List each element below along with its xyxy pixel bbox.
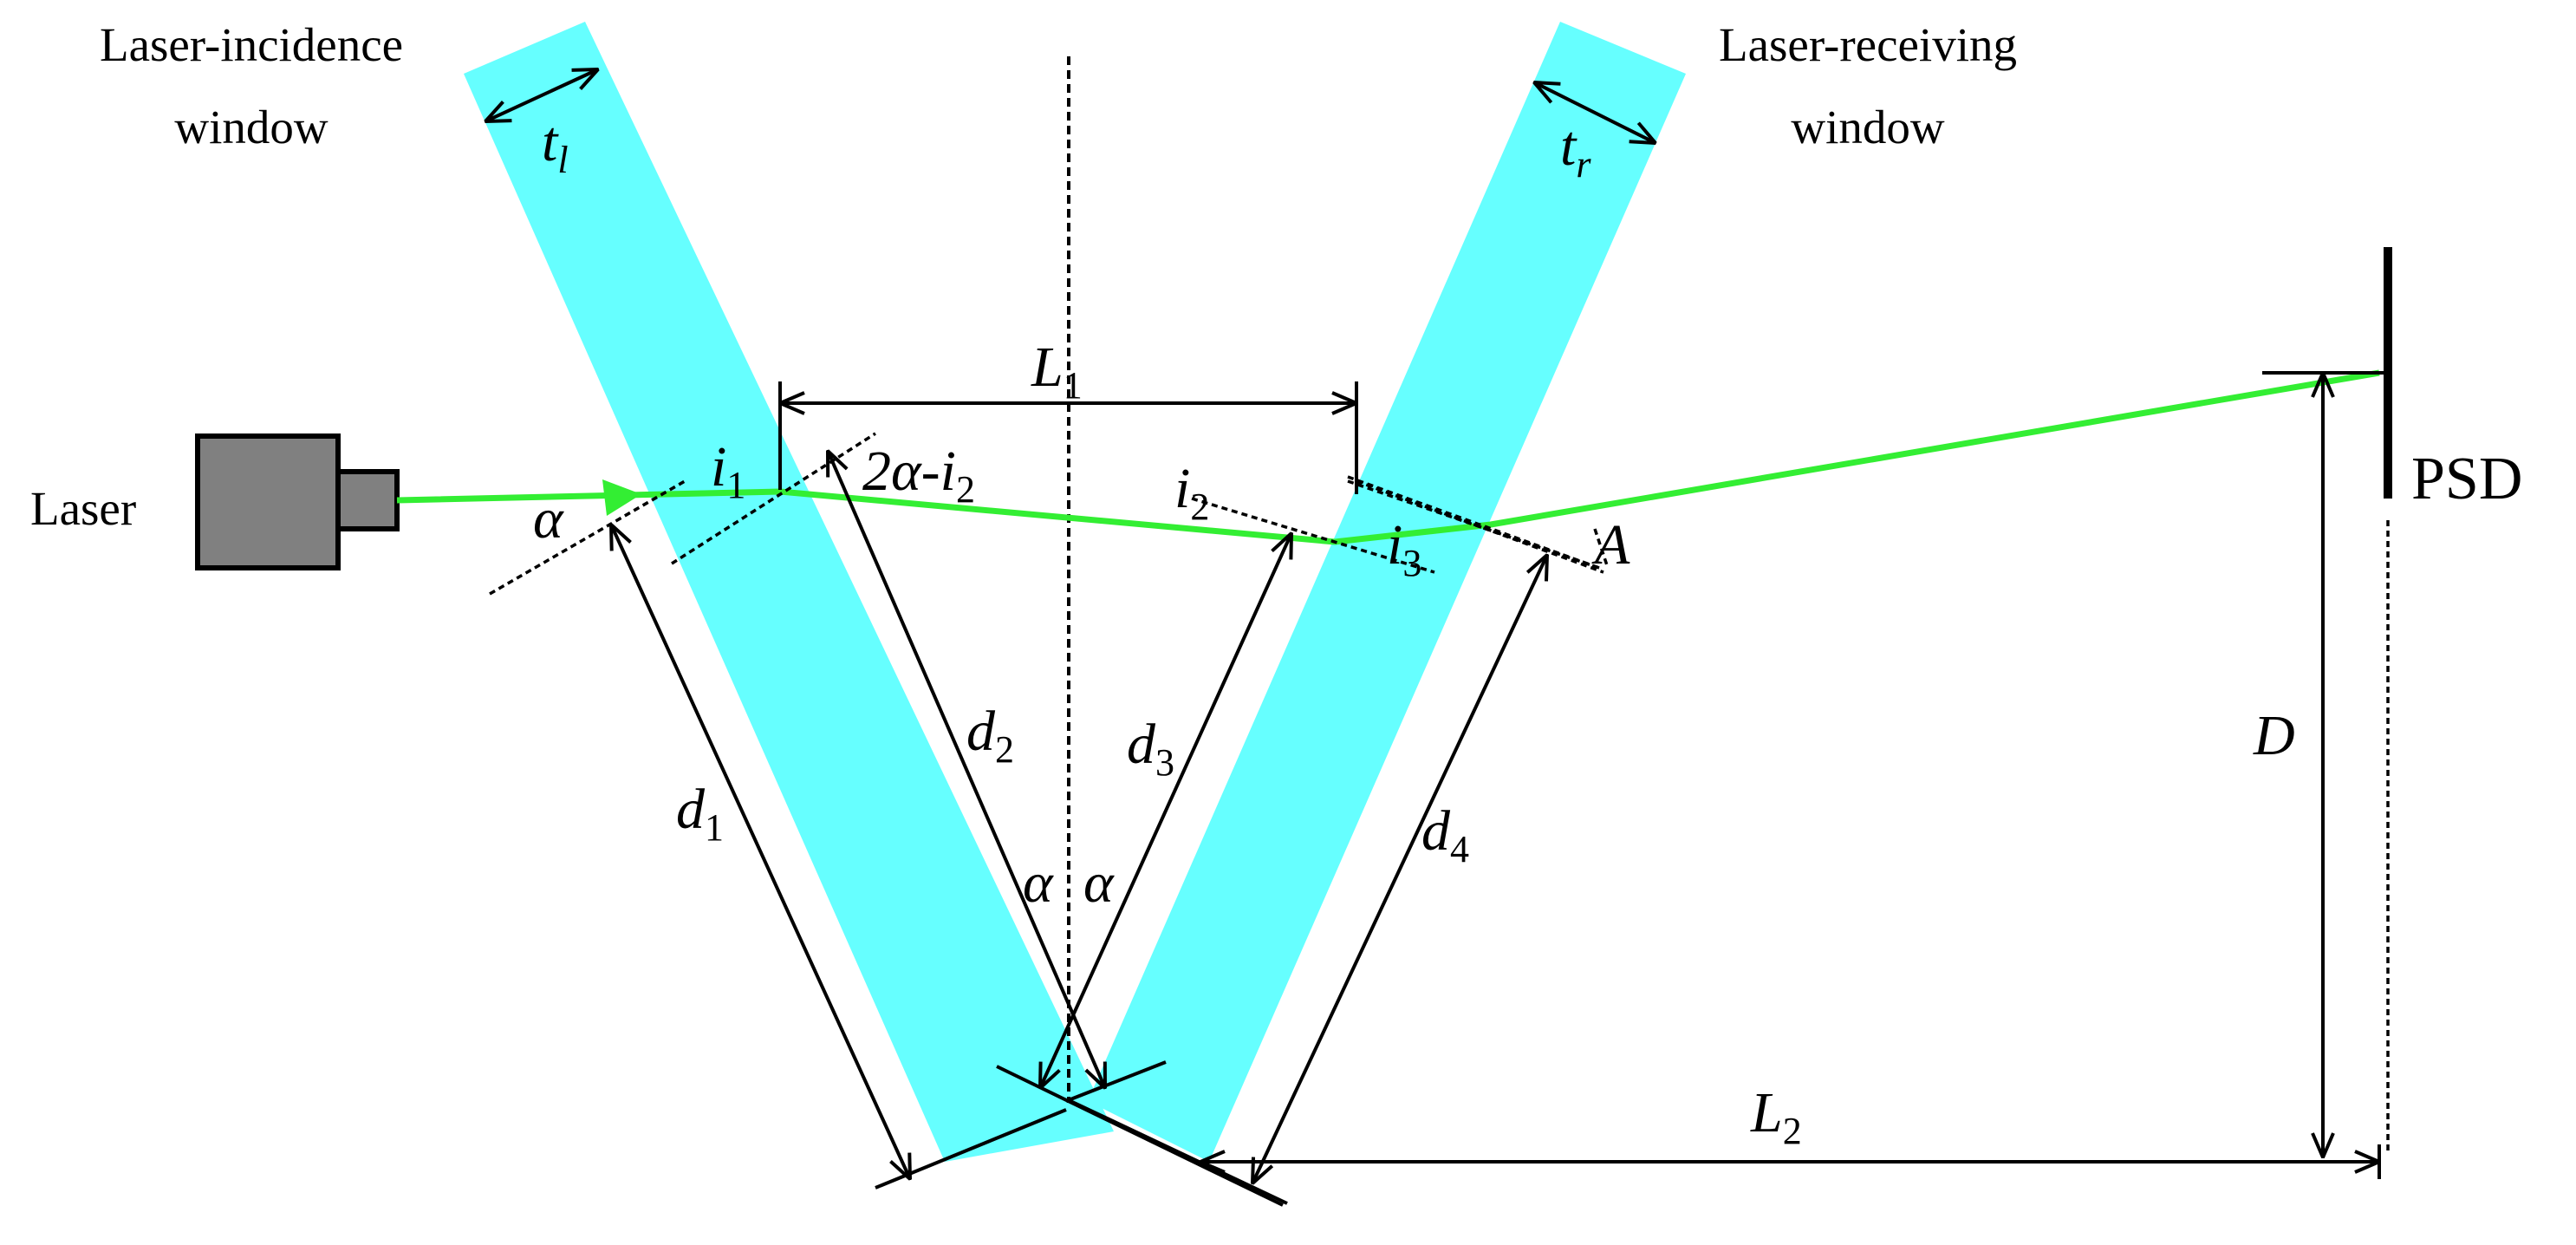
d_4-symbol: d4	[1421, 799, 1469, 870]
d_3-dimension	[1040, 533, 1291, 1088]
t_r-symbol: tr	[1560, 114, 1591, 186]
incidence-window-label-line2: window	[174, 101, 329, 153]
extension-lines	[778, 381, 2381, 1207]
d_2-symbol: d2	[966, 700, 1014, 771]
dimension-lines	[485, 69, 2379, 1183]
i_1-symbol: i1	[711, 435, 745, 506]
receiving-window-label-line1: Laser-receiving	[1719, 18, 2017, 71]
i_3-symbol: i3	[1387, 513, 1421, 584]
alpha-bottom-right-symbol: α	[1083, 851, 1115, 915]
laser-nozzle	[335, 469, 400, 531]
t_l-dimension	[485, 69, 598, 121]
i_2-symbol: i2	[1174, 457, 1209, 528]
alpha-bottom-left-symbol: α	[1023, 851, 1054, 915]
laser-incidence-window	[464, 22, 1114, 1162]
D-symbol: D	[2253, 704, 2295, 767]
t_r-dimension	[1534, 82, 1656, 143]
laser-body	[195, 433, 341, 570]
two-alpha-minus-i2-symbol: 2α-i2	[862, 440, 975, 511]
psd-label: PSD	[2411, 446, 2522, 512]
receiving-window-label-line2: window	[1791, 101, 1945, 153]
incidence-window-label-line1: Laser-incidence	[100, 18, 403, 71]
d_3-symbol: d3	[1127, 713, 1174, 784]
d_1-symbol: d1	[676, 778, 724, 849]
d_4-dimension	[1252, 555, 1547, 1183]
L_2-symbol: L2	[1750, 1081, 1802, 1152]
t_l-symbol: tl	[542, 110, 569, 181]
alpha-left-symbol: α	[533, 487, 564, 551]
laser-receiving-window	[1088, 22, 1686, 1162]
laser-label: Laser	[30, 482, 136, 535]
receiving-window-reference-line	[1347, 479, 1600, 570]
L_1-symbol: L1	[1031, 336, 1083, 407]
A-symbol: A	[1591, 513, 1630, 577]
beam-direction-arrow	[602, 479, 641, 516]
